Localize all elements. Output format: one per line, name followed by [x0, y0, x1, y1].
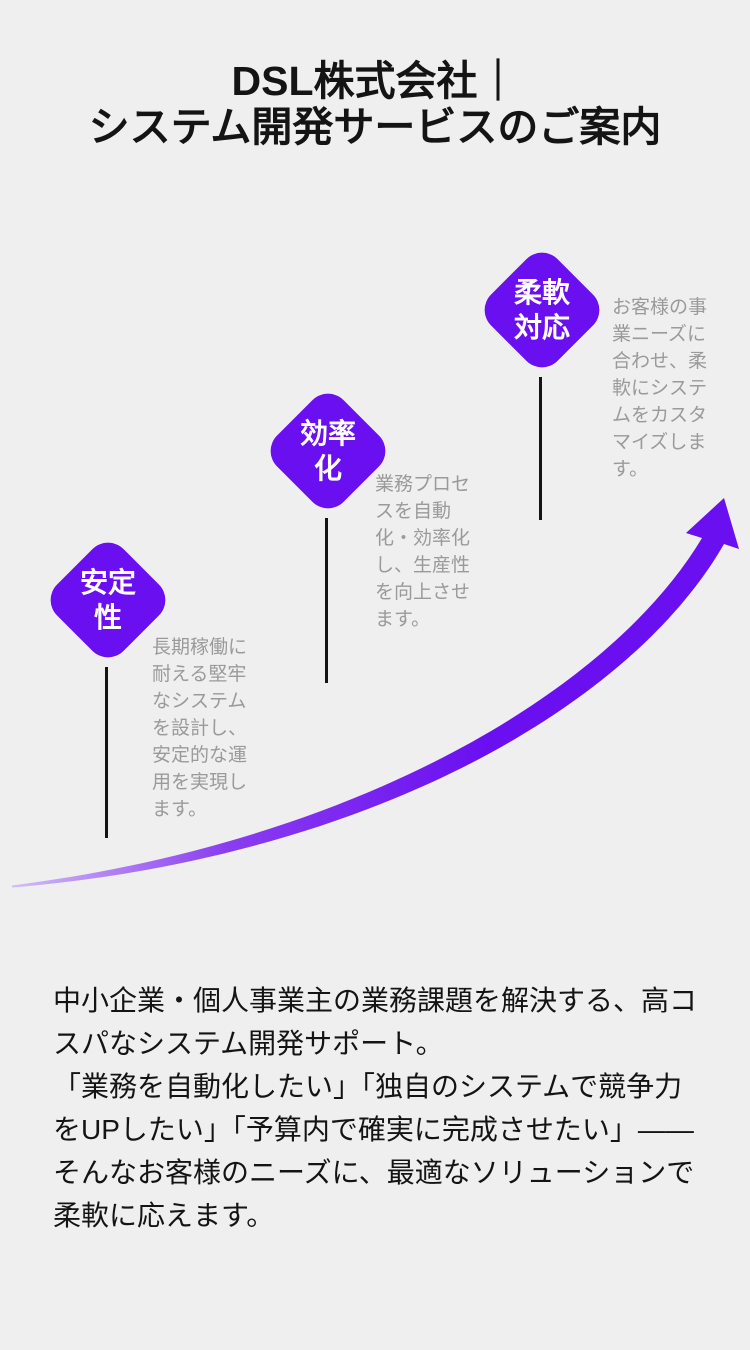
- stability-label: 安定 性: [79, 566, 137, 633]
- connector-line-stability: [105, 667, 108, 838]
- flexibility-label: 柔軟 対応: [513, 276, 571, 343]
- flexibility-description: お客様の事 業ニーズに 合わせ、柔 軟にシステ ムをカスタ マイズしま す。: [612, 297, 708, 480]
- page-title: DSL株式会社｜ システム開発サービスのご案内: [0, 58, 750, 150]
- stability-description: 長期稼働に 耐える堅牢 なシステム を設計し、 安定的な運 用を実現し ます。: [152, 637, 248, 820]
- title-line-company: DSL株式会社｜: [231, 58, 519, 104]
- connector-line-efficiency: [325, 518, 328, 683]
- efficiency-label: 効率 化: [299, 417, 357, 484]
- efficiency-description: 業務プロセ スを自動 化・効率化 し、生産性 を向上させ ます。: [375, 474, 471, 630]
- title-line-service: システム開発サービスのご案内: [88, 104, 662, 150]
- intro-paragraph: 中小企業・個人事業主の業務課題を解決する、高コ スパなシステム開発サポート。 「…: [53, 985, 698, 1231]
- connector-line-flexibility: [539, 377, 542, 520]
